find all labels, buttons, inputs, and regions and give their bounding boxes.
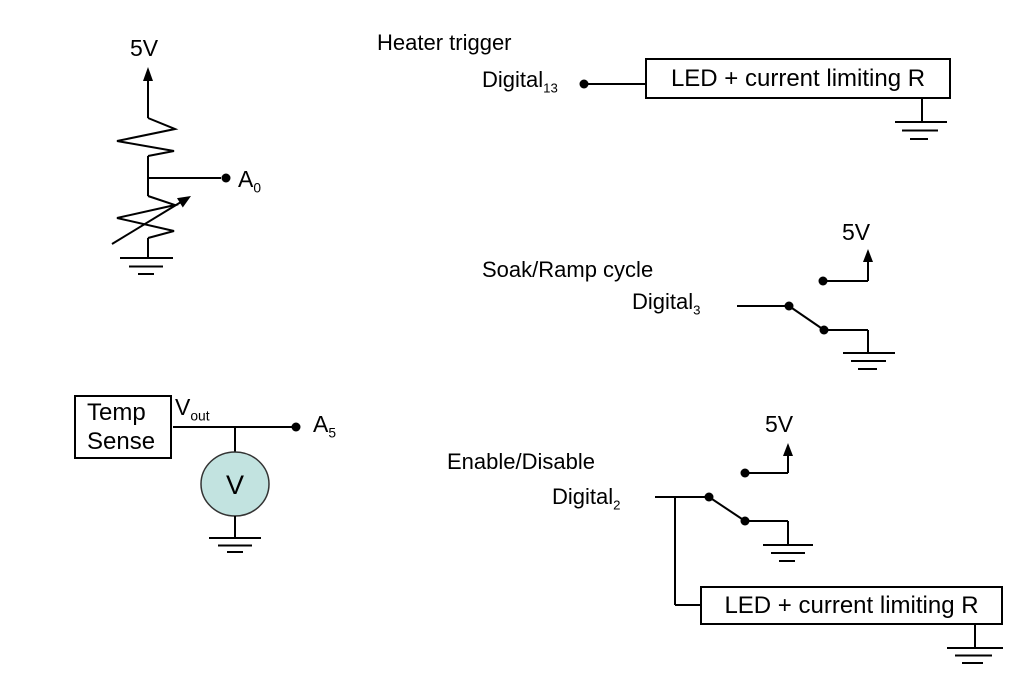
heater-led-box: LED + current limiting R <box>645 58 951 99</box>
divider-supply-label: 5V <box>130 35 159 61</box>
soak-supply-label: 5V <box>842 219 871 245</box>
ground-icon <box>947 647 1003 664</box>
analog-a5-sub: 5 <box>328 425 337 441</box>
node-dot <box>221 173 231 183</box>
analog-a0-base: A <box>238 166 254 192</box>
temp-sense-box: Temp Sense <box>74 395 172 459</box>
up-arrow-icon <box>783 443 793 456</box>
enable-disable-circuit <box>655 443 1003 664</box>
switch-blade <box>708 496 746 522</box>
heater-title: Heater trigger <box>377 30 512 55</box>
digital2-sub: 2 <box>613 497 621 513</box>
soak-ramp-switch-circuit <box>737 249 895 370</box>
analog-a0-label: A0 <box>238 166 261 195</box>
vout-base: V <box>175 394 191 420</box>
enable-led-box: LED + current limiting R <box>700 586 1003 625</box>
node-dot <box>291 422 301 432</box>
analog-a5-base: A <box>313 411 329 437</box>
contact-dot <box>818 276 828 286</box>
arrowhead-icon <box>177 196 191 208</box>
digital3-sub: 3 <box>693 302 701 318</box>
analog-a0-sub: 0 <box>253 180 262 196</box>
voltage-divider-circuit <box>111 67 231 275</box>
soak-title: Soak/Ramp cycle <box>482 257 654 282</box>
up-arrow-icon <box>143 67 153 81</box>
digital13-label: Digital13 <box>482 67 558 96</box>
resistor-icon <box>116 117 179 157</box>
variable-arrow <box>111 201 182 245</box>
heater-trigger-circuit <box>579 79 947 140</box>
temp-sense-line2: Sense <box>87 428 156 455</box>
enable-title: Enable/Disable <box>447 449 595 474</box>
enable-supply-label: 5V <box>765 411 794 437</box>
ground-icon <box>120 257 173 275</box>
heater-led-box-label: LED + current limiting R <box>670 64 926 92</box>
ground-icon <box>843 352 895 370</box>
digital2-base: Digital <box>552 484 614 509</box>
switch-blade <box>788 305 825 331</box>
analog-a5-label: A5 <box>313 411 336 440</box>
vout-sub: out <box>190 408 210 424</box>
ground-icon <box>763 544 813 562</box>
digital3-label: Digital3 <box>632 289 701 318</box>
digital2-label: Digital2 <box>552 484 621 513</box>
digital3-base: Digital <box>632 289 694 314</box>
temp-sense-line1: Temp <box>87 398 146 426</box>
vout-label: Vout <box>175 394 210 423</box>
digital13-base: Digital <box>482 67 544 92</box>
ground-icon <box>209 537 261 553</box>
digital13-sub: 13 <box>543 80 558 96</box>
node-dot <box>579 79 589 89</box>
ground-icon <box>895 121 947 140</box>
voltmeter-label: V <box>226 470 244 500</box>
temp-sense-circuit: V <box>173 422 301 553</box>
up-arrow-icon <box>863 249 873 262</box>
enable-led-box-label: LED + current limiting R <box>724 591 979 619</box>
variable-resistor-icon <box>116 195 179 239</box>
contact-dot <box>740 468 750 478</box>
